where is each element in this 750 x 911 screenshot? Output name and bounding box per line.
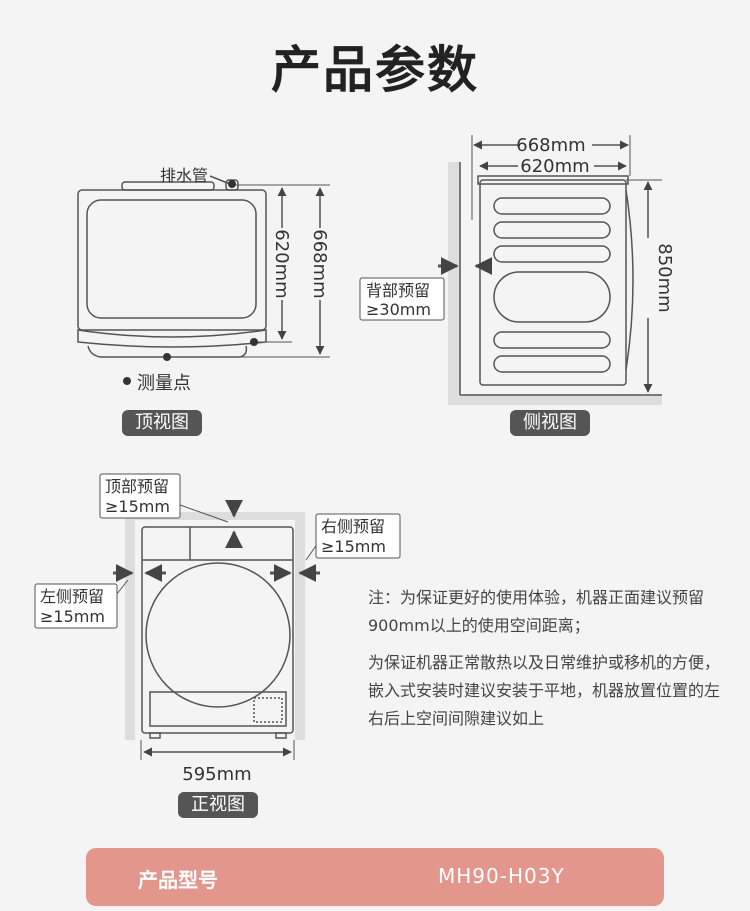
measure-point-dot bbox=[228, 180, 236, 188]
legend-dot bbox=[123, 377, 131, 385]
side-inner-dimension: 620mm bbox=[520, 156, 589, 177]
measure-point-dot bbox=[250, 338, 258, 346]
installation-notes: 注：为保证更好的使用体验，机器正面建议预留900mm以上的使用空间距离； 为保证… bbox=[368, 584, 728, 742]
right-clearance-label: 右侧预留 bbox=[321, 517, 385, 536]
model-value: MH90-H03Y bbox=[438, 864, 565, 888]
left-clearance-box bbox=[34, 583, 118, 629]
back-clearance-value: ≥30mm bbox=[366, 300, 431, 319]
side-height-dimension: 850mm bbox=[654, 243, 675, 312]
top-clearance-box bbox=[99, 473, 181, 519]
top-outer-dimension: 668mm bbox=[309, 229, 330, 298]
right-clearance-value: ≥15mm bbox=[321, 537, 386, 556]
front-view-diagram bbox=[111, 499, 321, 760]
note-paragraph: 注：为保证更好的使用体验，机器正面建议预留900mm以上的使用空间距离； bbox=[368, 588, 705, 635]
drain-pipe-label: 排水管 bbox=[160, 166, 208, 185]
model-bar: 产品型号 MH90-H03Y bbox=[86, 848, 664, 906]
back-clearance-label: 背部预留 bbox=[366, 281, 430, 300]
front-width-dimension: 595mm bbox=[182, 764, 251, 785]
top-clearance-value: ≥15mm bbox=[105, 497, 170, 516]
top-clearance-label: 顶部预留 bbox=[105, 477, 169, 496]
right-clearance-box bbox=[315, 513, 401, 559]
page-title: 产品参数 bbox=[271, 41, 479, 99]
left-clearance-value: ≥15mm bbox=[40, 607, 105, 626]
front-view-badge: 正视图 bbox=[178, 792, 258, 818]
side-outer-dimension: 668mm bbox=[516, 135, 585, 156]
top-view-badge: 顶视图 bbox=[122, 410, 202, 436]
note-paragraph: 为保证机器正常散热以及日常维护或移机的方便，嵌入式安装时建议安装于平地，机器放置… bbox=[368, 653, 721, 728]
left-clearance-label: 左侧预留 bbox=[40, 587, 104, 606]
side-view-diagram bbox=[438, 135, 662, 405]
top-inner-dimension: 620mm bbox=[271, 229, 292, 298]
legend-label: 测量点 bbox=[137, 373, 191, 394]
model-label: 产品型号 bbox=[138, 868, 218, 892]
measure-point-dot bbox=[163, 353, 171, 361]
back-clearance-box bbox=[359, 277, 445, 321]
side-view-badge: 侧视图 bbox=[510, 410, 590, 436]
